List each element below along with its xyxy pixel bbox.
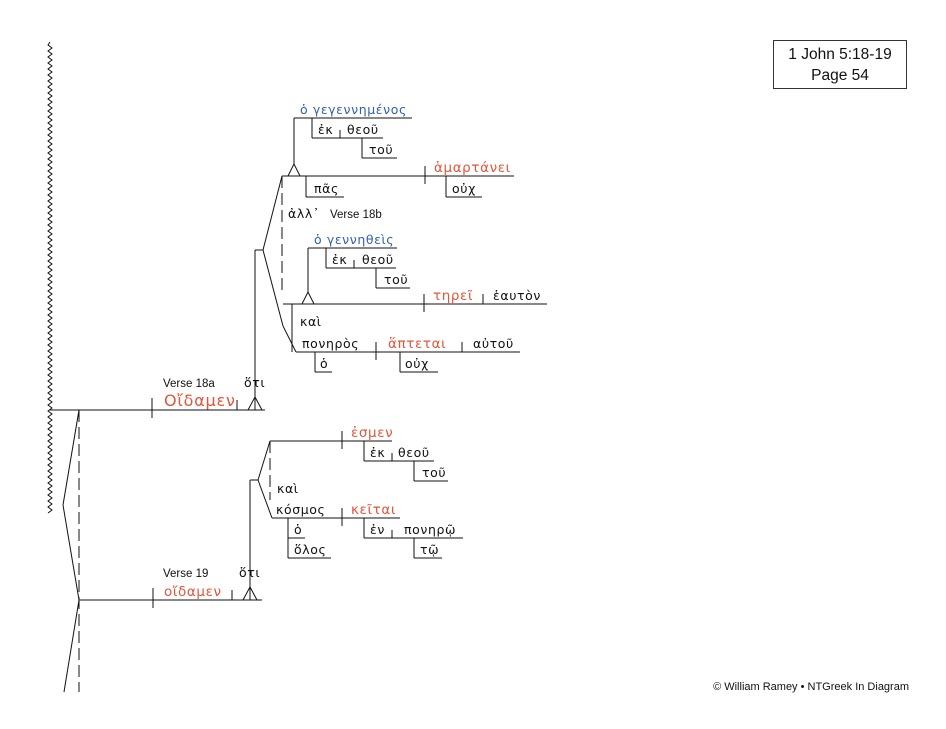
reference-page: Page 54 — [811, 67, 869, 84]
word-ho-gegennemenos: ὁ γεγεννημένος — [300, 102, 407, 117]
word-ho-2: ὁ — [294, 522, 303, 537]
word-tou-1: τοῦ — [369, 142, 394, 157]
word-theou-2: θεοῦ — [362, 252, 394, 267]
word-terei: τηρεῖ — [433, 288, 474, 304]
word-kosmos: κόσμος — [276, 502, 326, 517]
reference-box: 1 John 5:18-19 Page 54 — [773, 40, 907, 89]
word-theou-1: θεοῦ — [347, 122, 379, 137]
word-ek-2: ἐκ — [332, 252, 348, 267]
word-tou-3: τοῦ — [422, 465, 447, 480]
word-oidamen-18: Οἴδαμεν — [164, 391, 236, 410]
verse-label-18b: Verse 18b — [330, 209, 382, 221]
word-ouch-2: οὐχ — [405, 356, 429, 371]
verse-label-18a: Verse 18a — [163, 378, 215, 390]
word-kai-1: καὶ — [300, 314, 322, 329]
word-theou-3: θεοῦ — [398, 445, 430, 460]
verse-label-19: Verse 19 — [163, 568, 209, 580]
word-pas: πᾶς — [314, 181, 339, 196]
word-ho-gennetheis: ὁ γεννηθεὶς — [314, 232, 395, 247]
word-oidamen-19: οἴδαμεν — [164, 584, 222, 600]
word-poneros: πονηρὸς — [302, 336, 360, 351]
word-ponero: πονηρῷ — [404, 522, 457, 537]
word-en: ἐν — [370, 522, 385, 537]
left-zigzag-border — [47, 41, 53, 514]
word-tou-2: τοῦ — [384, 272, 409, 287]
word-to: τῷ — [420, 542, 440, 557]
word-ek-1: ἐκ — [318, 122, 334, 137]
word-ho-1: ὁ — [320, 356, 329, 371]
word-hoti-19: ὅτι — [239, 565, 261, 580]
word-ek-3: ἐκ — [370, 445, 386, 460]
word-keitai: κεῖται — [351, 502, 397, 518]
word-hoti-18: ὅτι — [244, 375, 266, 390]
word-kai-2: καὶ — [277, 481, 299, 496]
copyright-notice: © William Ramey • NTGreek In Diagram — [713, 681, 909, 693]
word-autou: αὐτοῦ — [473, 336, 514, 351]
word-esmen: ἐσμεν — [351, 425, 394, 441]
word-all: ἀλλ᾽ — [288, 206, 320, 221]
word-ouch-1: οὐχ — [452, 181, 476, 196]
word-holos: ὅλος — [294, 542, 327, 557]
word-haptetai: ἅπτεται — [388, 336, 447, 352]
reference-verses: 1 John 5:18-19 — [788, 46, 892, 63]
word-hamartanei: ἁμαρτάνει — [434, 160, 511, 176]
word-heauton: ἑαυτὸν — [493, 288, 541, 303]
